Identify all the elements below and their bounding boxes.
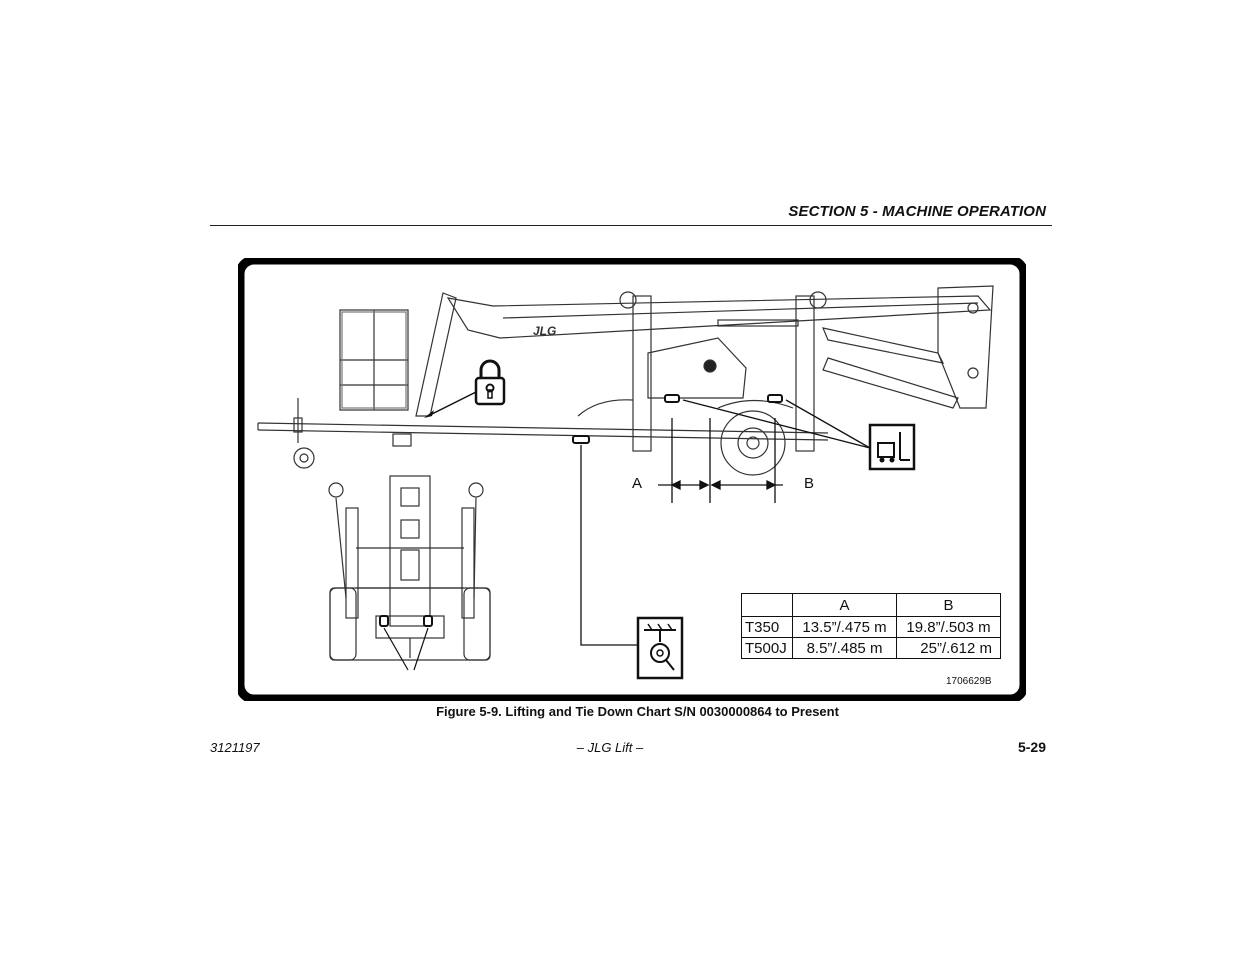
table-header-cell: B bbox=[896, 593, 1001, 617]
section-title: SECTION 5 - MACHINE OPERATION bbox=[788, 203, 1046, 220]
table-row: T350 13.5”/.475 m 19.8”/.503 m bbox=[741, 616, 1001, 638]
table-cell: 8.5”/.485 m bbox=[792, 637, 897, 659]
table-header-cell: A bbox=[792, 593, 897, 617]
dimension-table: A B T350 13.5”/.475 m 19.8”/.503 m T500J… bbox=[741, 593, 1001, 659]
table-cell: T350 bbox=[741, 616, 793, 638]
lift-point-rear bbox=[767, 394, 783, 403]
forklift-icon bbox=[682, 399, 916, 471]
header-rule bbox=[210, 225, 1052, 226]
tie-down-icon bbox=[580, 445, 684, 680]
table-cell: 13.5”/.475 m bbox=[792, 616, 897, 638]
doc-number: 3121197 bbox=[210, 740, 260, 755]
lock-icon bbox=[424, 359, 506, 418]
table-cell: 25”/.612 m bbox=[896, 637, 1001, 659]
table-cell: 19.8”/.503 m bbox=[896, 616, 1001, 638]
dimension-lines bbox=[658, 418, 783, 503]
dimension-label-b: B bbox=[804, 475, 815, 492]
table-row: T500J 8.5”/.485 m 25”/.612 m bbox=[741, 637, 1001, 659]
machine-illustration: JLG bbox=[238, 258, 1026, 701]
table-header-row: A B bbox=[741, 593, 1001, 617]
figure-caption: Figure 5-9. Lifting and Tie Down Chart S… bbox=[436, 704, 839, 719]
lift-point-front bbox=[664, 394, 680, 403]
figure-frame: JLG bbox=[238, 258, 1026, 701]
page-number: 5-29 bbox=[1017, 739, 1046, 755]
rear-lift-point-right bbox=[423, 615, 433, 627]
center-of-gravity bbox=[703, 359, 717, 373]
rear-lift-point-left bbox=[379, 615, 389, 627]
rear-view bbox=[328, 475, 491, 661]
table-cell: T500J bbox=[741, 637, 793, 659]
jack-wheel bbox=[293, 447, 315, 469]
table-header-cell bbox=[741, 593, 793, 617]
road-wheel bbox=[720, 410, 786, 476]
tie-down-point bbox=[572, 435, 590, 444]
dimension-label-a: A bbox=[632, 475, 643, 492]
svg-text:JLG: JLG bbox=[533, 324, 556, 338]
figure-id: 1706629B bbox=[946, 676, 992, 687]
footer-title: – JLG Lift – bbox=[576, 740, 644, 755]
